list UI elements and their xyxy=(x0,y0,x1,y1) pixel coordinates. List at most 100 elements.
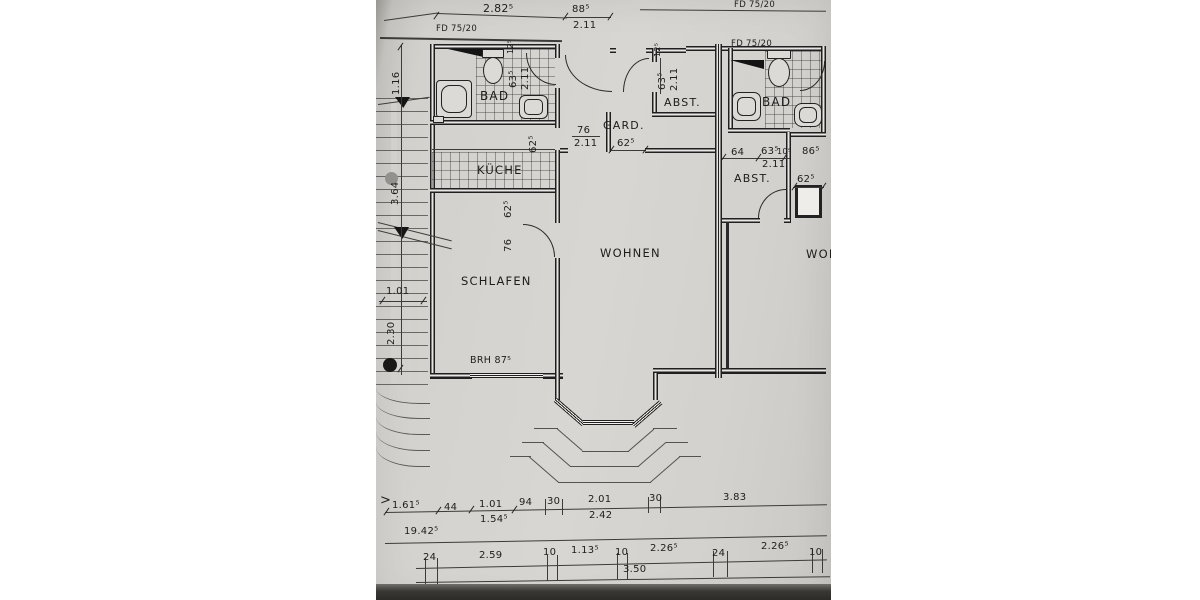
wall xyxy=(728,48,733,128)
dim-bad-63: 63⁵ xyxy=(508,70,519,88)
dim-right-63: 63⁵ xyxy=(761,146,779,157)
dim-schlafen-76: 76 xyxy=(503,238,514,252)
wall xyxy=(645,148,715,153)
step-line xyxy=(638,441,667,467)
wall xyxy=(430,44,560,49)
dim-r1sub-1: 2.42 xyxy=(589,510,613,521)
bay-glazing-center xyxy=(583,420,634,425)
wall xyxy=(652,92,657,114)
wall xyxy=(555,88,560,128)
wall-wedge xyxy=(448,49,488,58)
dim-right-86: 86⁵ xyxy=(802,146,820,157)
fd-label-right-outer: FD 75/20 xyxy=(734,0,776,10)
paper-bottom-line xyxy=(416,576,830,583)
dim-r1-6: 30 xyxy=(649,493,663,504)
dim-r1-7: 3.83 xyxy=(723,492,747,503)
step-line xyxy=(570,466,639,467)
dim-guide xyxy=(437,558,438,584)
abst-right-door-arc xyxy=(758,189,786,218)
dim-guide xyxy=(425,558,426,584)
dim-r1sub-0: 1.54⁵ xyxy=(480,514,508,525)
abst-left-door-arc xyxy=(623,58,649,92)
dim-right-211: 2.11 xyxy=(762,159,786,170)
wall-wedge xyxy=(730,60,764,69)
wall xyxy=(543,373,563,379)
dim-left-101: 1.01 xyxy=(386,286,410,297)
dim-left-364: 3.64 xyxy=(390,181,401,205)
dim-guide xyxy=(727,551,728,577)
dim-tick xyxy=(820,182,827,191)
slope-arrow xyxy=(395,97,410,108)
bay-glazing-left xyxy=(553,398,585,427)
bathtub-inner xyxy=(441,85,467,113)
step-line xyxy=(653,428,677,429)
dim-guide xyxy=(547,555,548,581)
left-dim-line xyxy=(401,45,402,375)
window-schlafen xyxy=(470,373,545,378)
room-label-wohnen-right: WOHNEN xyxy=(806,247,831,261)
dim-left-116: 1.16 xyxy=(391,71,402,95)
step-line xyxy=(510,456,531,457)
toilet-bowl xyxy=(768,58,790,87)
fd-label-right-inner: FD 75/20 xyxy=(731,39,773,49)
angle-mark: > xyxy=(380,493,392,508)
wall xyxy=(786,132,791,223)
wall xyxy=(686,46,826,51)
dim-r2-6: 24 xyxy=(712,548,726,559)
dim-guide xyxy=(822,549,823,573)
dim-r1-4: 30 xyxy=(547,496,561,507)
dim-211-top: 2.11 xyxy=(573,20,597,31)
kueche-tiles xyxy=(432,152,555,188)
counter-line xyxy=(432,149,555,150)
wall xyxy=(722,368,826,374)
step-line xyxy=(558,482,651,483)
step-line xyxy=(582,451,629,452)
step-line xyxy=(628,428,655,452)
dim-r1-5: 2.01 xyxy=(588,494,612,505)
wall xyxy=(790,132,826,137)
dim-schlafen-62: 62⁵ xyxy=(503,200,514,218)
dim-left-230: 2.30 xyxy=(386,321,397,345)
wall xyxy=(652,112,715,117)
hole-punch-top xyxy=(385,172,398,185)
dim-overall: 19.42⁵ xyxy=(404,526,439,537)
room-label-abst-left: ABST. xyxy=(664,96,701,109)
dim-guide xyxy=(648,497,649,513)
dim-guide xyxy=(562,499,563,515)
room-label-abst-right: ABST. xyxy=(734,172,771,185)
dim-abst-125: 12⁵ xyxy=(653,42,662,57)
dim-tick xyxy=(607,12,614,21)
room-label-bad-right: BAD xyxy=(762,95,792,109)
dim-guide xyxy=(660,497,661,513)
dim-guide xyxy=(545,499,546,515)
bay-wall xyxy=(653,373,658,400)
wall xyxy=(652,48,657,62)
roof-edge-line xyxy=(639,9,827,12)
dim-r2-8: 10 xyxy=(809,547,823,558)
shaft-box xyxy=(795,185,822,218)
dim-right-62: 62⁵ xyxy=(797,174,815,185)
wall xyxy=(430,373,472,379)
wall xyxy=(555,150,560,223)
wall xyxy=(728,128,790,133)
dim-guide xyxy=(617,553,618,579)
schlafen-door-arc xyxy=(523,224,555,257)
sink-basin xyxy=(799,107,817,123)
wall xyxy=(821,46,826,136)
dim-guide xyxy=(557,555,558,581)
sink-basin xyxy=(737,97,756,116)
dim-r2-3: 1.13⁵ xyxy=(571,545,599,556)
outer-wall-face-line xyxy=(379,37,562,42)
wall xyxy=(646,48,686,53)
room-label-gard: GARD. xyxy=(603,119,645,132)
step-line xyxy=(679,456,701,457)
dim-r2-1: 2.59 xyxy=(479,550,503,561)
radiator xyxy=(433,116,444,123)
dim-right-105: 10⁵ xyxy=(777,147,792,156)
wall xyxy=(726,222,729,368)
step-line xyxy=(666,442,688,443)
desk-strip xyxy=(376,584,831,600)
dim-gard-76: 76 xyxy=(577,125,591,136)
dim-kueche-62: 62⁵ xyxy=(528,135,539,153)
